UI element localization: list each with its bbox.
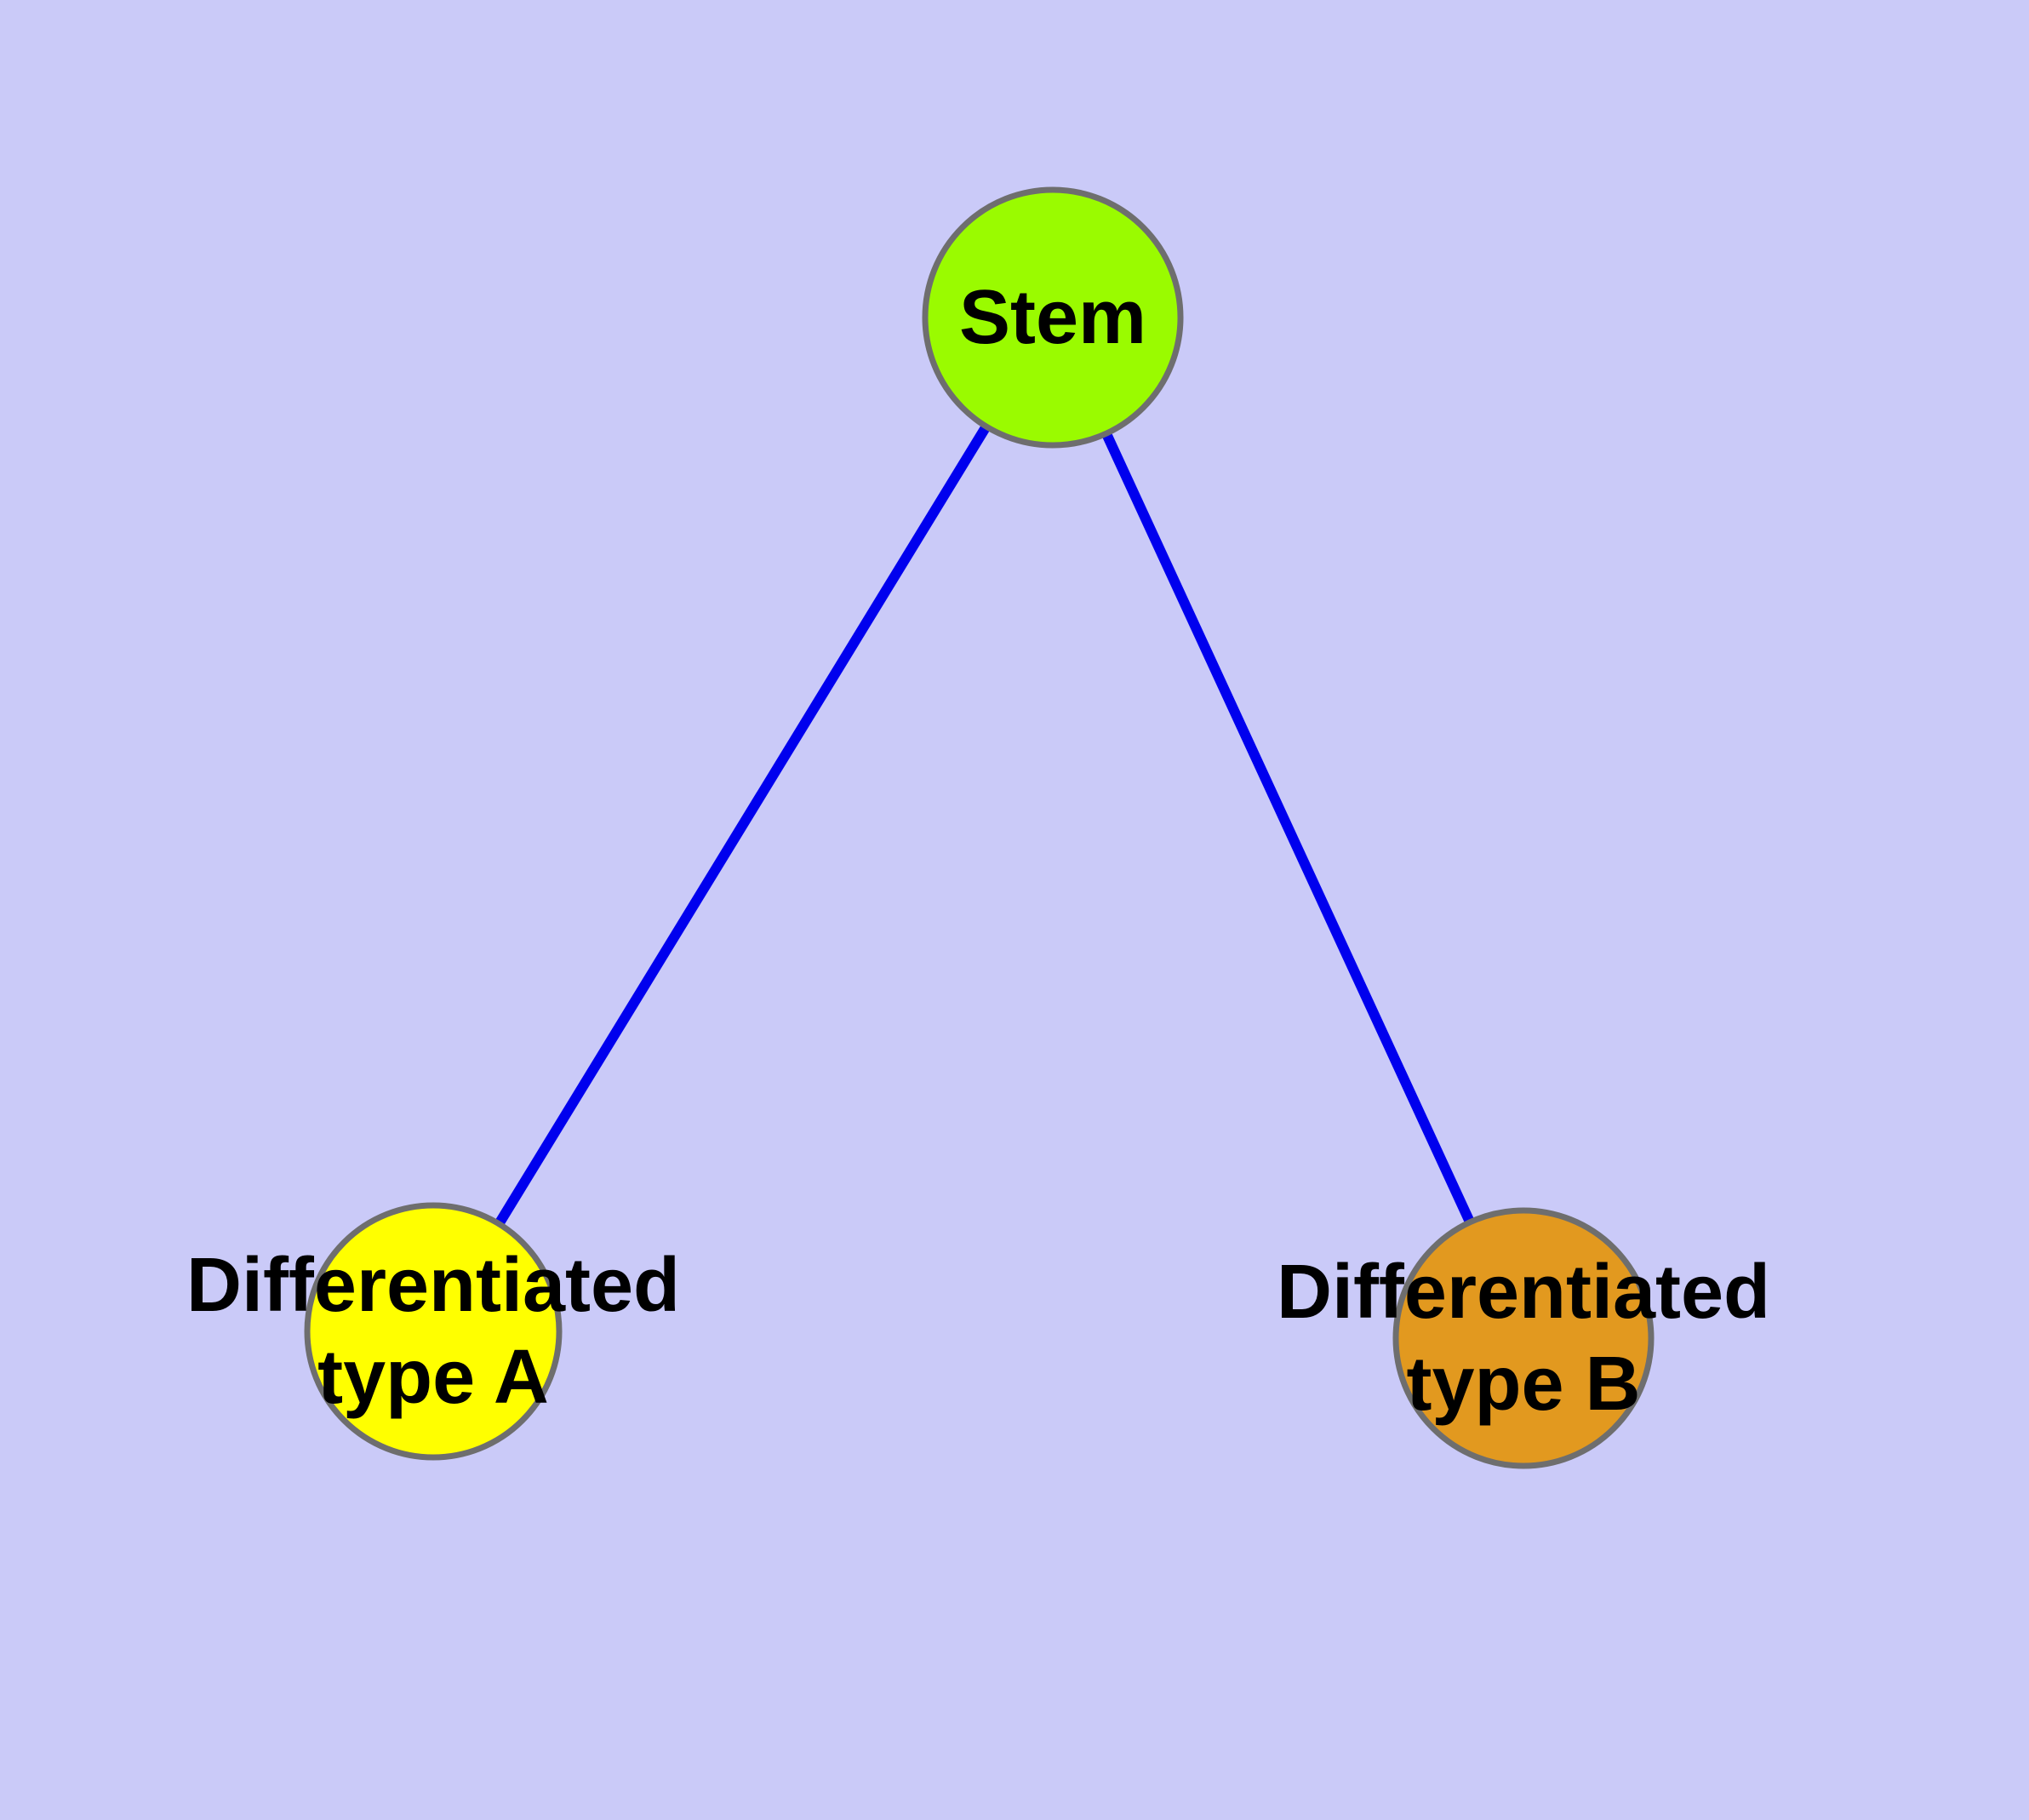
node-differentiated-type-a bbox=[304, 1202, 563, 1461]
node-differentiated-type-b bbox=[1392, 1207, 1655, 1469]
node-stem bbox=[922, 186, 1184, 449]
node-type-a-label-line1: Differentiated bbox=[186, 1243, 680, 1328]
node-type-a-label-line2: type A bbox=[317, 1335, 549, 1420]
node-stem-label: Stem bbox=[959, 275, 1146, 360]
edge-stem-to-type-a bbox=[428, 314, 1058, 1335]
edge-stem-to-type-b bbox=[1048, 315, 1529, 1341]
node-type-b-label-line1: Differentiated bbox=[1277, 1250, 1770, 1335]
node-type-b-label-line2: type B bbox=[1406, 1342, 1640, 1427]
